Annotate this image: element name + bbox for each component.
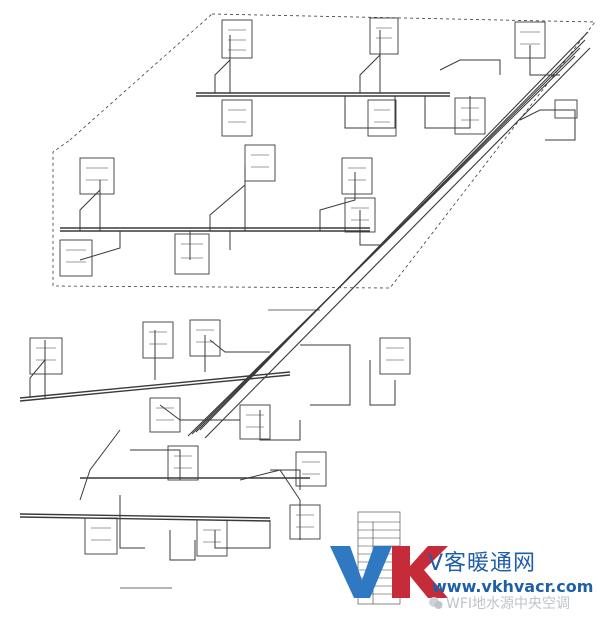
vk-logo bbox=[330, 546, 448, 598]
logo-k bbox=[392, 546, 448, 598]
brand-url: www.vkhvacr.com bbox=[432, 577, 594, 596]
terminal-units bbox=[29, 17, 578, 557]
upper-floor-boundary-left bbox=[69, 13, 213, 141]
main-risers bbox=[187, 31, 591, 439]
terminal-unit-details bbox=[36, 27, 540, 543]
wechat-icon bbox=[429, 597, 443, 609]
lower-main-header bbox=[19, 371, 310, 522]
logo-v bbox=[330, 546, 392, 598]
upper-floor-boundary bbox=[52, 13, 596, 289]
upper-branches bbox=[79, 30, 576, 261]
brand-name: V客暖通网 bbox=[428, 551, 537, 576]
wechat-caption: WFI地水源中央空调 bbox=[446, 596, 571, 612]
upper-main-header bbox=[60, 92, 450, 232]
